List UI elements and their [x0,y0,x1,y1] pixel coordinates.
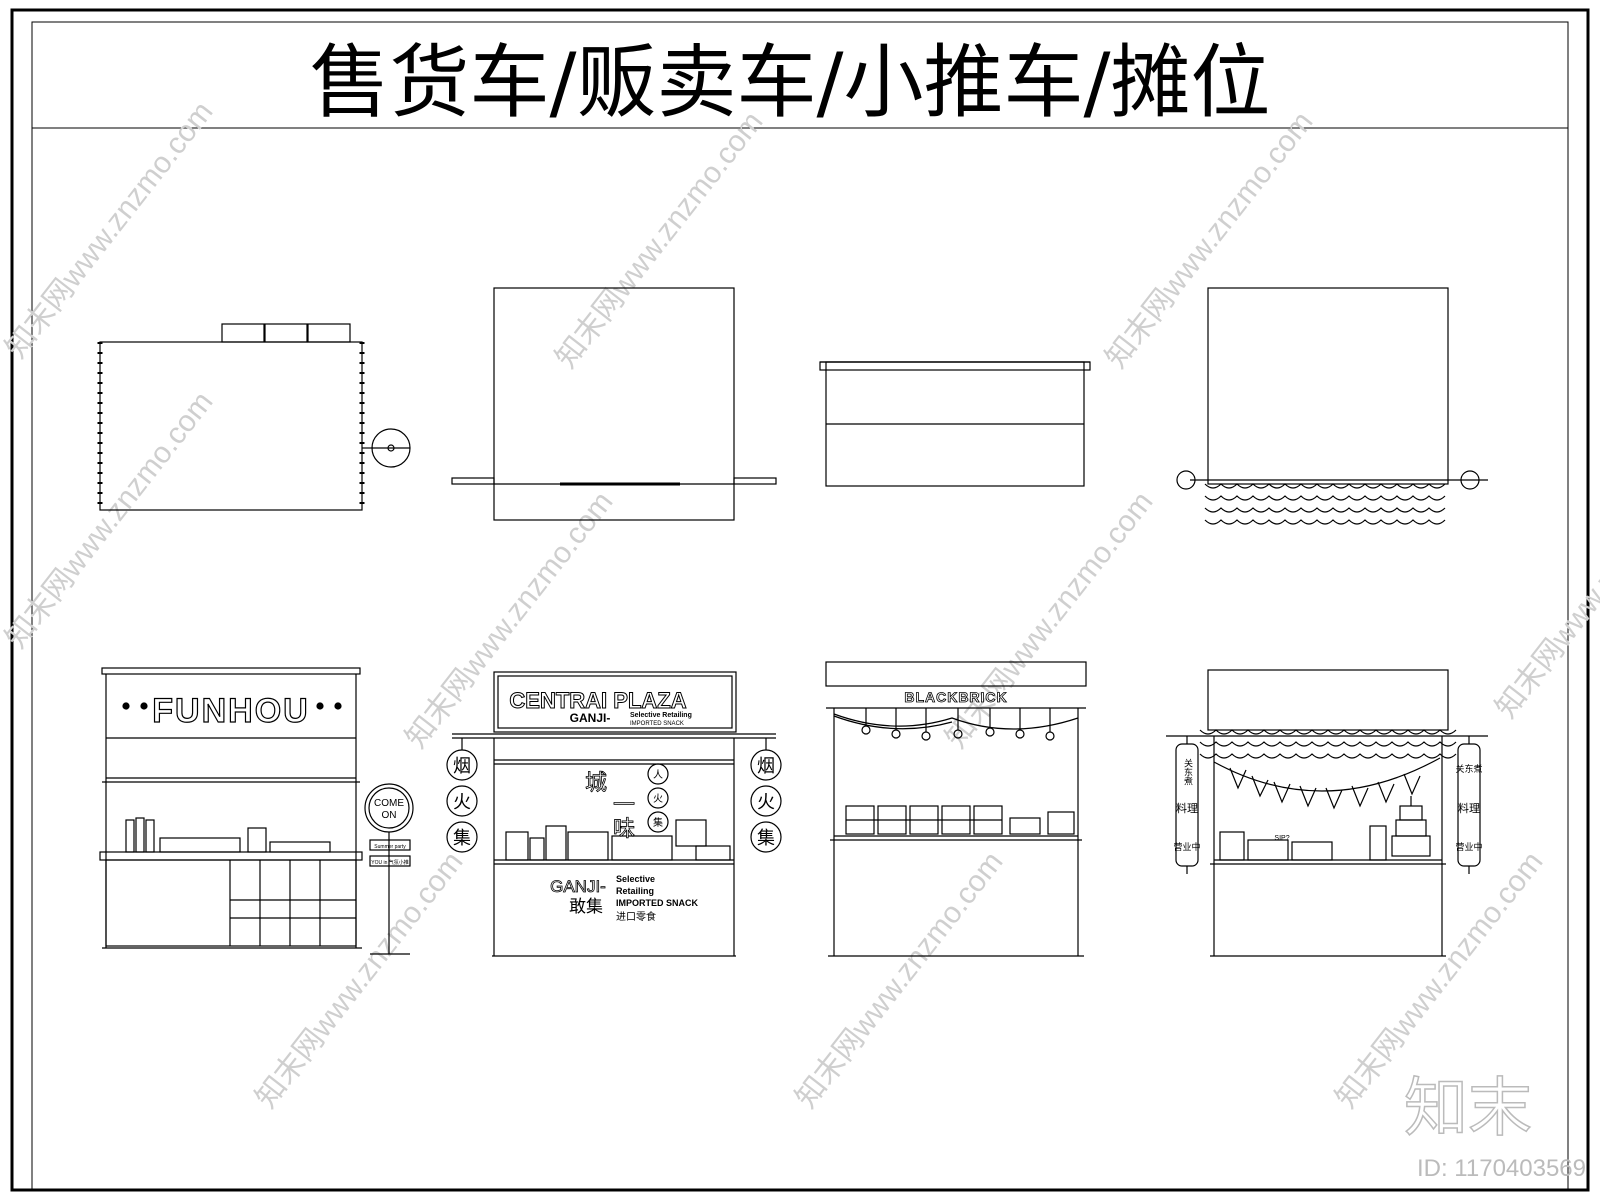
cart-1-elevation [99,667,414,955]
tag-small-label: YOU in 气氛小推 [371,859,409,866]
board-char-2: 一 [613,793,635,818]
cart-3-top-view [819,361,1091,487]
imported-snack-top-label: IMPORTED SNACK [630,721,684,727]
lantern-char-right-1: 烟 [757,756,775,777]
blackbrick-sign: BLACKBRICK [904,689,1007,705]
lantern-left-text-2: 料理 [1176,801,1198,815]
lantern-char-right-2: 火 [757,792,775,813]
watermark-text: 知末网www.znzmo.com [1100,106,1320,375]
outer-frame [10,8,1590,1192]
sip-label: SIP? [1274,835,1289,842]
round-char-1: 人 [653,769,663,781]
watermark-text: 知末网www.znzmo.com [790,846,1010,1115]
on-label: ON [382,810,397,821]
cart-4-elevation [1166,669,1488,957]
lantern-right-text-2: 料理 [1458,801,1480,815]
lantern-char-left-3: 集 [453,828,471,849]
lantern-right-text-1: 关东煮 [1455,763,1482,775]
ganji-bottom-label: GANJI- [550,877,606,896]
watermark-text: 知末网www.znzmo.com [0,386,219,655]
round-char-3: 集 [653,816,663,829]
id-label: ID: 1170403569 [1417,1155,1586,1182]
retailing-label: Retailing [616,886,654,896]
board-char-3: 味 [613,817,635,842]
board-char-1: 城 [585,771,607,796]
ganji-top-label: GANJI- [570,711,611,725]
centrai-plaza-sign: CENTRAI PLAZA [509,688,686,713]
selective-retailing-top-label: Selective Retailing [630,712,692,719]
watermark-text: 知末网www.znzmo.com [0,96,219,365]
cart-4-top-view [1176,287,1488,525]
come-label: COME [374,798,404,809]
watermark-text: 知末网www.znzmo.com [550,106,770,375]
summer-party-label: Summer party [374,844,406,850]
cart-2-elevation [446,671,782,957]
selective-label: Selective [616,874,655,884]
inner-frame [31,21,1569,1191]
cart-3-elevation [825,661,1087,957]
watermark-text: 知末网www.znzmo.com [250,846,470,1115]
ganji-cn-label: 敢集 [569,897,603,917]
page-title: 售货车/贩卖车/小推车/摊位 [310,36,1271,129]
imported-snack-bottom-label: IMPORTED SNACK [616,898,699,908]
lantern-char-right-3: 集 [757,828,775,849]
lantern-left-text-3: 营业中 [1173,841,1200,853]
watermark-layer: 知末网www.znzmo.com 知末网www.znzmo.com 知末网www… [0,96,1600,1115]
lantern-char-left-1: 烟 [453,756,471,777]
cart-1-top-view [97,323,411,511]
lantern-left-text-1: 关东煮 [1182,757,1193,786]
watermark-text: 知末网www.znzmo.com [1490,456,1600,725]
lantern-char-left-2: 火 [453,792,471,813]
import-cn-label: 进口零食 [616,910,656,923]
brand-watermark: 知末 [1404,1072,1532,1146]
funhou-sign: FUNHOU [152,692,309,730]
cart-2-top-view [451,287,777,521]
lantern-right-text-3: 营业中 [1455,841,1482,853]
round-char-2: 火 [653,793,663,805]
